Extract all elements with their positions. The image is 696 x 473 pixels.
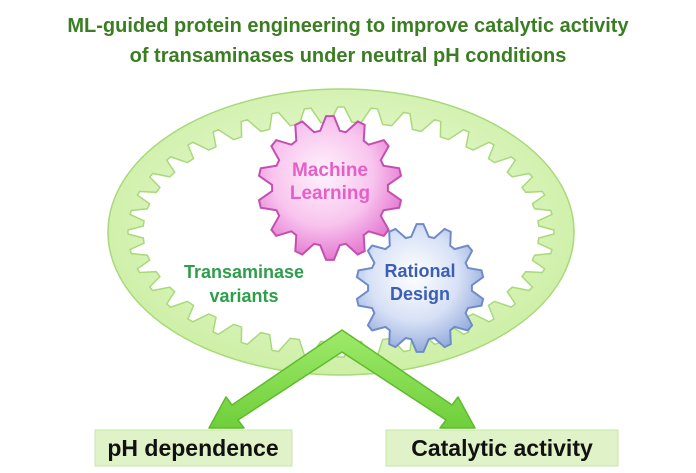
machine-learning-gear: Machine Learning <box>257 115 403 261</box>
ph-dependence-box: pH dependence <box>94 429 293 467</box>
title-line-1: ML-guided protein engineering to improve… <box>67 15 629 37</box>
machine-learning-label-1: Machine <box>292 160 368 181</box>
machine-learning-label-2: Learning <box>290 183 370 204</box>
rational-design-label-2: Design <box>390 284 450 304</box>
transaminase-variants-label-2: variants <box>209 286 278 306</box>
ph-dependence-label: pH dependence <box>107 435 278 461</box>
catalytic-activity-label: Catalytic activity <box>411 435 593 461</box>
rational-design-label-1: Rational <box>384 261 455 281</box>
title-line-2: of transaminases under neutral pH condit… <box>129 45 567 67</box>
split-arrow <box>208 329 476 429</box>
transaminase-variants-label-1: Transaminase <box>184 262 304 282</box>
rational-design-gear: Rational Design <box>355 223 485 353</box>
catalytic-activity-box: Catalytic activity <box>385 429 619 467</box>
